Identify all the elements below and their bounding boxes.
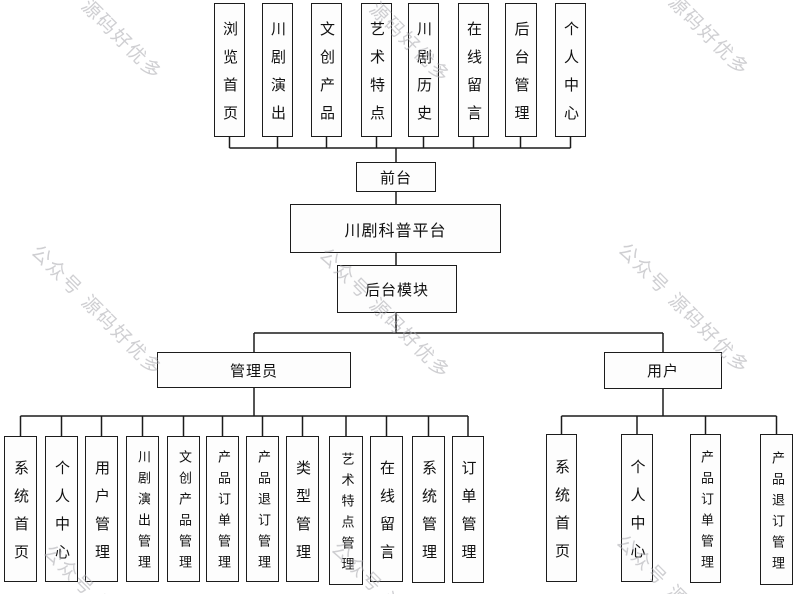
node-admin-system-management: 系统管理 <box>412 436 445 583</box>
node-label: 管理员 <box>229 361 278 380</box>
node-label: 个人中心 <box>562 20 580 133</box>
node-user-personal-center: 个人中心 <box>621 434 653 582</box>
node-cultural-products: 文创产品 <box>311 3 342 137</box>
node-label: 用户管理 <box>93 459 111 572</box>
node-label: 文创产品 <box>318 20 336 133</box>
node-user-product-unsubscribe-management: 产品退订管理 <box>760 434 793 585</box>
node-user: 用户 <box>604 352 722 389</box>
node-label: 后台模块 <box>364 280 429 299</box>
node-label: 订单管理 <box>459 460 478 572</box>
node-label: 川剧演出管理 <box>135 450 150 576</box>
node-user-product-order-management: 产品订单管理 <box>690 434 721 583</box>
node-online-messages: 在线留言 <box>458 3 489 137</box>
node-label: 个人中心 <box>53 459 71 572</box>
node-label: 艺术特点 <box>368 20 386 133</box>
node-label: 系统首页 <box>553 458 571 571</box>
node-label: 产品退订管理 <box>255 450 270 576</box>
node-admin-type-management: 类型管理 <box>286 436 319 582</box>
node-label: 川剧历史 <box>415 20 433 133</box>
node-backend-module: 后台模块 <box>337 265 457 313</box>
node-label: 在线留言 <box>465 20 483 133</box>
node-label: 川剧演出 <box>269 20 287 133</box>
node-art-features: 艺术特点 <box>361 3 392 137</box>
node-platform: 川剧科普平台 <box>290 204 501 253</box>
node-browse-home: 浏览首页 <box>214 3 245 137</box>
node-personal-center: 个人中心 <box>555 3 586 137</box>
node-admin-product-unsubscribe-management: 产品退订管理 <box>246 436 279 582</box>
node-label: 在线留言 <box>378 459 396 572</box>
node-label: 系统首页 <box>12 459 30 572</box>
node-front-desk: 前台 <box>356 162 436 192</box>
node-admin-product-order-management: 产品订单管理 <box>206 436 239 582</box>
node-opera-performance: 川剧演出 <box>262 3 293 137</box>
node-admin: 管理员 <box>157 352 351 388</box>
node-admin-user-management: 用户管理 <box>85 436 118 582</box>
node-admin-cultural-product-management: 文创产品管理 <box>167 436 200 582</box>
node-label: 产品订单管理 <box>698 449 713 576</box>
node-label: 艺术特点管理 <box>338 451 354 578</box>
node-label: 个人中心 <box>628 458 647 571</box>
node-user-system-home: 系统首页 <box>546 434 577 582</box>
node-admin-order-management: 订单管理 <box>452 436 484 583</box>
node-admin-personal-center: 个人中心 <box>45 436 78 582</box>
node-label: 川剧科普平台 <box>344 220 447 240</box>
node-label: 后台管理 <box>512 20 531 133</box>
node-label: 类型管理 <box>294 459 312 572</box>
node-label: 文创产品管理 <box>176 450 191 576</box>
node-backend-management: 后台管理 <box>505 3 537 137</box>
node-opera-history: 川剧历史 <box>408 3 439 137</box>
node-label: 用户 <box>646 362 679 380</box>
node-label: 前台 <box>379 168 412 187</box>
node-label: 产品订单管理 <box>215 450 230 576</box>
node-label: 产品退订管理 <box>769 450 784 577</box>
node-admin-opera-performance-management: 川剧演出管理 <box>126 436 159 582</box>
node-admin-system-home: 系统首页 <box>4 436 37 582</box>
node-label: 浏览首页 <box>221 20 239 133</box>
node-admin-online-messages: 在线留言 <box>370 436 403 582</box>
node-label: 系统管理 <box>420 460 438 572</box>
node-admin-art-feature-management: 艺术特点管理 <box>329 436 363 585</box>
